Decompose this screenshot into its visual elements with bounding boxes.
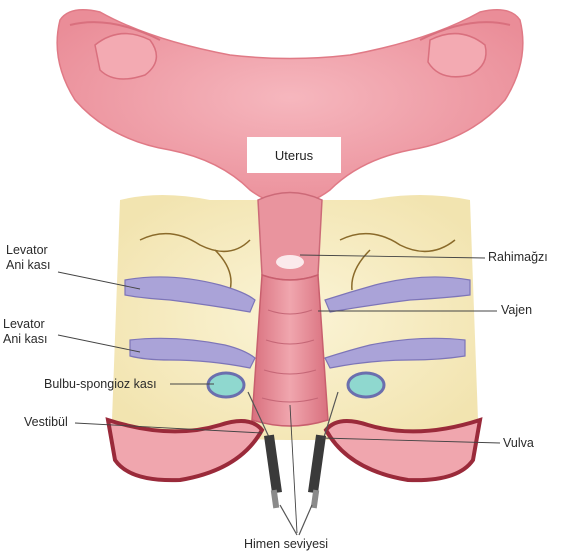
uterus-label-text: Uterus [275,148,313,163]
levator-2-line1: Levator [3,317,47,332]
cervical-os [276,255,304,269]
label-levator-ani-2: Levator Ani kası [3,317,47,347]
label-bulbo-spongioz: Bulbu-spongioz kası [44,377,157,392]
label-himen-seviyesi: Himen seviyesi [244,537,328,552]
bulbospongiosus-left [208,373,244,397]
levator-1-line1: Levator [6,243,50,258]
levator-2-line2: Ani kası [3,332,47,347]
label-vajen: Vajen [501,303,532,318]
ovary-left [95,34,156,79]
label-rahimagzi: Rahimağzı [488,250,548,265]
ovary-right [428,34,486,77]
bulbospongiosus-right [348,373,384,397]
vagina [252,275,328,426]
label-vestibul: Vestibül [24,415,68,430]
label-levator-ani-1: Levator Ani kası [6,243,50,273]
label-uterus: Uterus [247,137,341,173]
label-vulva: Vulva [503,436,534,451]
levator-1-line2: Ani kası [6,258,50,273]
